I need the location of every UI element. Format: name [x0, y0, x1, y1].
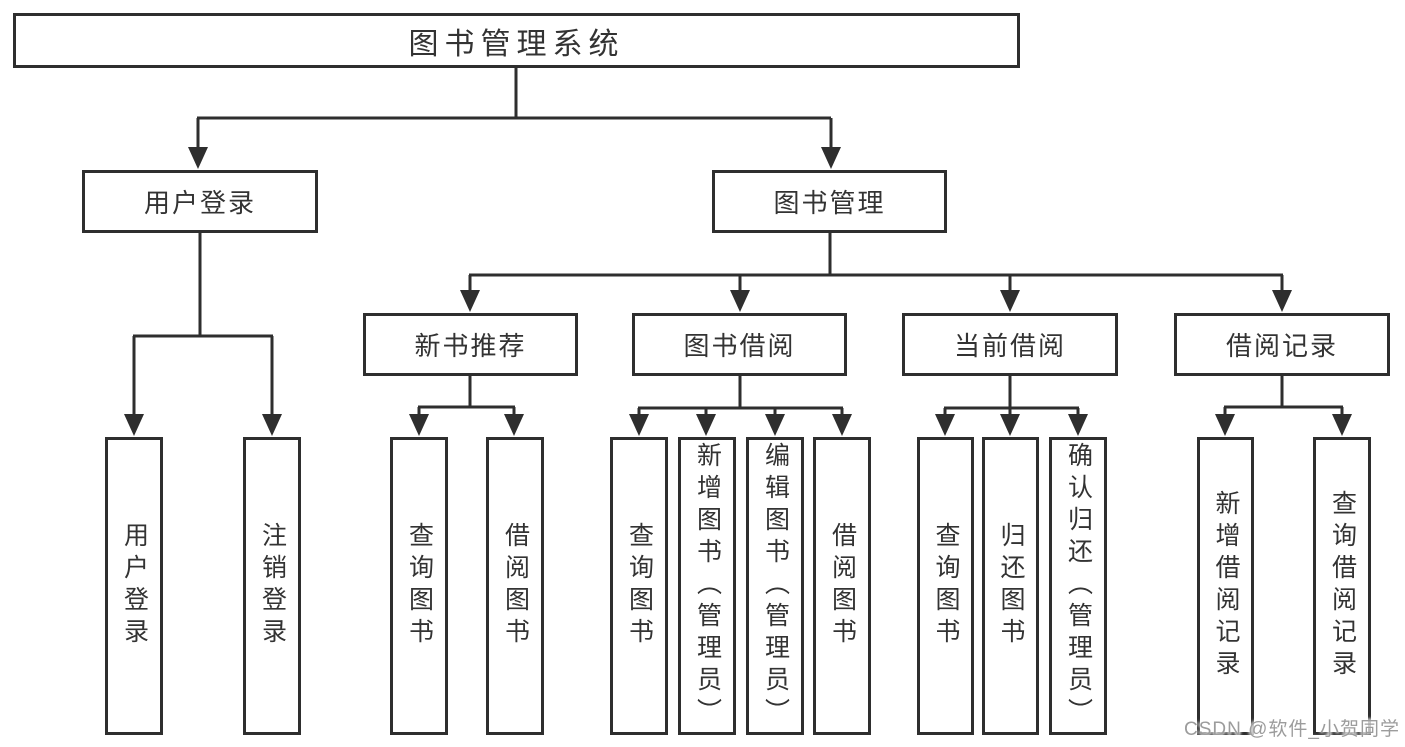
leaf-query-borrow-record: 查询借阅记录 — [1313, 437, 1371, 735]
leaf-recommend-borrow-books-label: 借阅图书 — [501, 522, 530, 650]
node-user-login-label: 用户登录 — [143, 188, 256, 218]
node-root: 图书管理系统 — [13, 13, 1020, 68]
leaf-edit-books-admin-label: 编辑图书（管理员） — [761, 442, 790, 730]
node-borrow-records: 借阅记录 — [1174, 313, 1390, 376]
leaf-logout: 注销登录 — [243, 437, 301, 735]
leaf-logout-label: 注销登录 — [258, 522, 287, 650]
leaf-recommend-query-books-label: 查询图书 — [405, 522, 434, 650]
leaf-add-books-admin-label: 新增图书（管理员） — [693, 442, 722, 730]
node-book-borrowing-label: 图书借阅 — [683, 331, 796, 361]
leaf-recommend-borrow-books: 借阅图书 — [486, 437, 544, 735]
leaf-confirm-return-admin: 确认归还（管理员） — [1049, 437, 1107, 735]
leaf-current-query-books-label: 查询图书 — [932, 522, 960, 650]
leaf-borrowing-borrow-books-label: 借阅图书 — [828, 522, 857, 650]
leaf-return-books-label: 归还图书 — [997, 522, 1025, 650]
leaf-recommend-query-books: 查询图书 — [390, 437, 448, 735]
node-book-borrowing: 图书借阅 — [632, 313, 847, 376]
leaf-borrowing-query-books: 查询图书 — [610, 437, 668, 735]
arrowheads — [124, 147, 1352, 436]
leaf-borrowing-query-books-label: 查询图书 — [625, 522, 654, 650]
node-current-borrowing-label: 当前借阅 — [953, 331, 1066, 361]
leaf-confirm-return-admin-label: 确认归还（管理员） — [1064, 442, 1093, 730]
leaf-query-borrow-record-label: 查询借阅记录 — [1328, 490, 1357, 682]
leaf-add-borrow-record-label: 新增借阅记录 — [1212, 490, 1240, 682]
leaf-user-login: 用户登录 — [105, 437, 163, 735]
leaf-current-query-books: 查询图书 — [917, 437, 974, 735]
csdn-watermark: CSDN @软件_小贺同学 — [1184, 719, 1400, 740]
node-new-book-recommend: 新书推荐 — [363, 313, 578, 376]
node-current-borrowing: 当前借阅 — [902, 313, 1118, 376]
leaf-borrowing-borrow-books: 借阅图书 — [813, 437, 871, 735]
leaf-return-books: 归还图书 — [982, 437, 1039, 735]
leaf-user-login-label: 用户登录 — [120, 522, 149, 650]
node-borrow-records-label: 借阅记录 — [1225, 331, 1338, 361]
node-book-management-label: 图书管理 — [773, 188, 886, 218]
leaf-add-books-admin: 新增图书（管理员） — [678, 437, 736, 735]
node-new-book-recommend-label: 新书推荐 — [414, 331, 527, 361]
leaf-add-borrow-record: 新增借阅记录 — [1197, 437, 1254, 735]
leaf-edit-books-admin: 编辑图书（管理员） — [746, 437, 804, 735]
node-user-login: 用户登录 — [82, 170, 318, 233]
node-root-label: 图书管理系统 — [408, 27, 625, 61]
node-book-management: 图书管理 — [712, 170, 947, 233]
